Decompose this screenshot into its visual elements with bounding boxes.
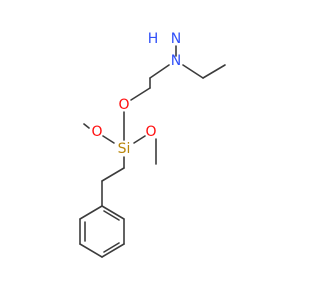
bond-n-ethyl-ch2 [182, 64, 204, 79]
bond-si-o-right [133, 135, 146, 144]
bond-ch2-ch2-lower [130, 87, 151, 101]
atom-labels: H N N O Si O O [91, 31, 181, 157]
atom-label-o-right: O [145, 124, 156, 140]
ring-bond-1 [101, 205, 125, 220]
atom-label-h: H [148, 31, 159, 47]
phenyl-ring [79, 205, 125, 258]
atom-label-n-terminal: N [171, 31, 181, 47]
ring-bond-3 [101, 243, 125, 258]
atom-label-si: Si [118, 141, 131, 157]
molecule-structure-diagram: H N N O Si O O [79, 31, 226, 258]
bond-o-left-ch3 [83, 123, 90, 129]
bond-layer [83, 45, 226, 207]
ring-bond-6 [79, 205, 103, 220]
bond-ethyl-ch2-ch3 [202, 64, 226, 79]
atom-label-n: N [171, 53, 181, 69]
ring-double-bond-2 [103, 242, 120, 253]
bond-n-ch2 [149, 64, 170, 79]
bond-ch2-ch2-phenyl [101, 167, 125, 182]
ring-bond-4 [79, 243, 103, 258]
bond-si-o-left [102, 135, 115, 144]
ring-double-bond-1 [103, 210, 120, 221]
atom-label-o-left: O [91, 124, 102, 140]
atom-label-o-top: O [118, 97, 129, 113]
